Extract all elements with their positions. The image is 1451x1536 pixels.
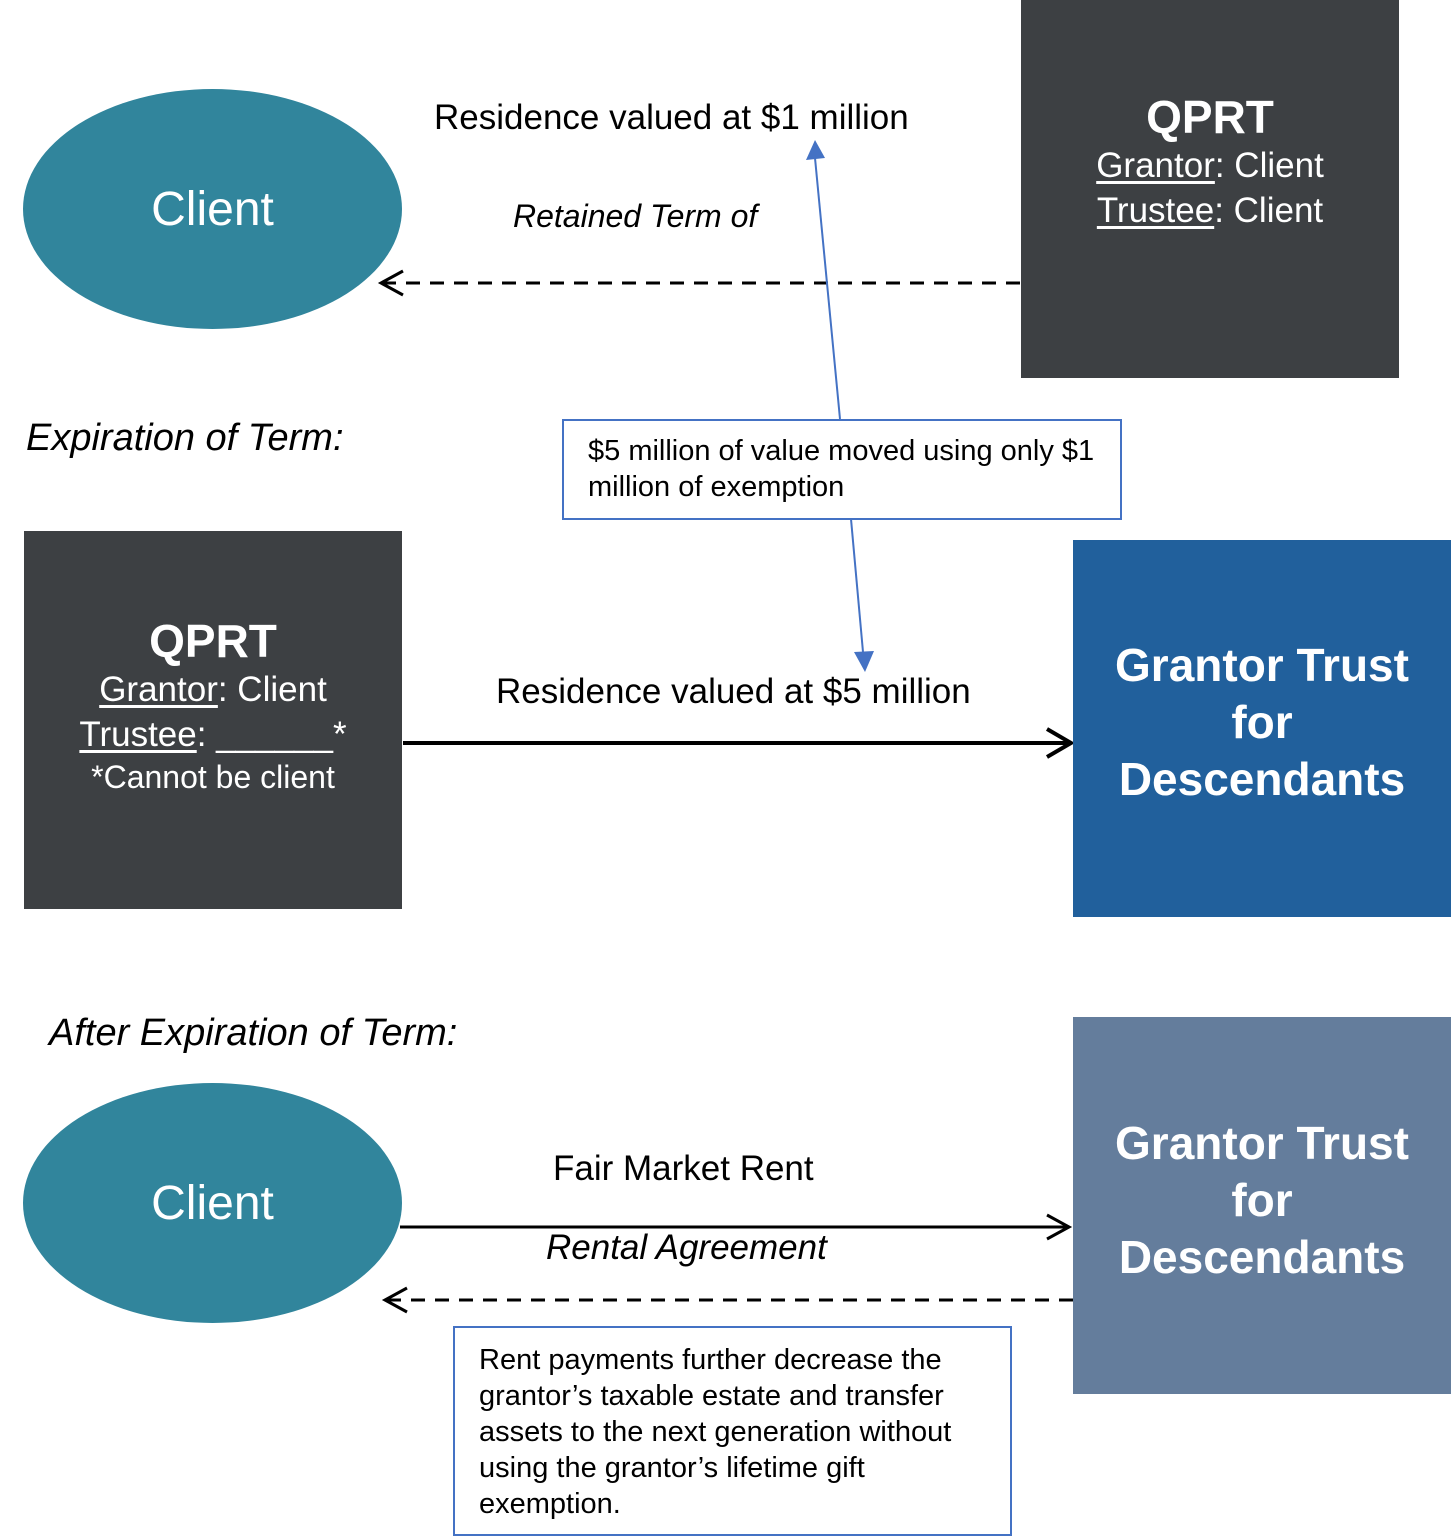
rental-agreement-arrow (381, 1286, 1073, 1314)
grantor-value: : Client (217, 670, 327, 709)
qprt-trustee-line: Trustee: ______* (79, 712, 346, 757)
trustee-footnote: *Cannot be client (91, 759, 335, 795)
fair-market-rent-label: Fair Market Rent (553, 1149, 814, 1188)
grantor-trust-line3: Descendants (1118, 1231, 1406, 1283)
client-node-top: Client (23, 89, 402, 329)
grantor-key: Grantor (1096, 145, 1215, 185)
grantor-trust-box-bottom: Grantor Trust for Descendants (1073, 1017, 1451, 1394)
grantor-trust-line3: Descendants (1118, 753, 1406, 805)
client-node-bottom: Client (23, 1083, 402, 1323)
qprt-trustee-line: Trustee: Client (1097, 188, 1323, 233)
after-expiration-title: After Expiration of Term: (49, 1012, 458, 1054)
trustee-value: : Client (1214, 190, 1324, 230)
grantor-trust-line2: for (1231, 1174, 1293, 1226)
qprt-grantor-line: Grantor: Client (99, 667, 327, 712)
grantor-value: : Client (1214, 145, 1324, 185)
retained-term-arrow (377, 269, 1020, 297)
qprt-box-middle: QPRT Grantor: Client Trustee: ______* *C… (24, 531, 402, 909)
qprt-grantor-line: Grantor: Client (1096, 143, 1324, 188)
grantor-trust-box-middle: Grantor Trust for Descendants (1073, 540, 1451, 917)
qprt-title: QPRT (149, 615, 277, 667)
grantor-trust-line1: Grantor Trust (1115, 1117, 1409, 1169)
expiration-of-term-title: Expiration of Term: (26, 417, 344, 459)
rent-payments-note: Rent payments further decrease the grant… (453, 1326, 1012, 1536)
grantor-trust-line2: for (1231, 696, 1293, 748)
grantor-trust-line1: Grantor Trust (1115, 639, 1409, 691)
qprt-title: QPRT (1146, 90, 1274, 143)
trustee-key: Trustee (79, 715, 197, 754)
residence-value-label-top: Residence valued at $1 million (434, 98, 909, 137)
trustee-key: Trustee (1096, 190, 1215, 230)
value-moved-note: $5 million of value moved using only $1 … (562, 419, 1122, 520)
rent-arrow (400, 1213, 1073, 1241)
value-note-connector-down (850, 518, 874, 672)
client-label: Client (151, 1176, 274, 1230)
retained-term-label: Retained Term of (513, 198, 758, 234)
residence-value-label-middle: Residence valued at $5 million (496, 672, 971, 711)
qprt-box-top: QPRT Grantor: Client Trustee: Client (1021, 0, 1399, 378)
rental-agreement-label: Rental Agreement (546, 1228, 827, 1267)
client-label: Client (151, 182, 274, 236)
value-note-connector-up (806, 140, 841, 420)
transfer-arrow (403, 727, 1075, 759)
grantor-key: Grantor (99, 670, 218, 709)
trustee-value: : ______* (196, 715, 347, 754)
